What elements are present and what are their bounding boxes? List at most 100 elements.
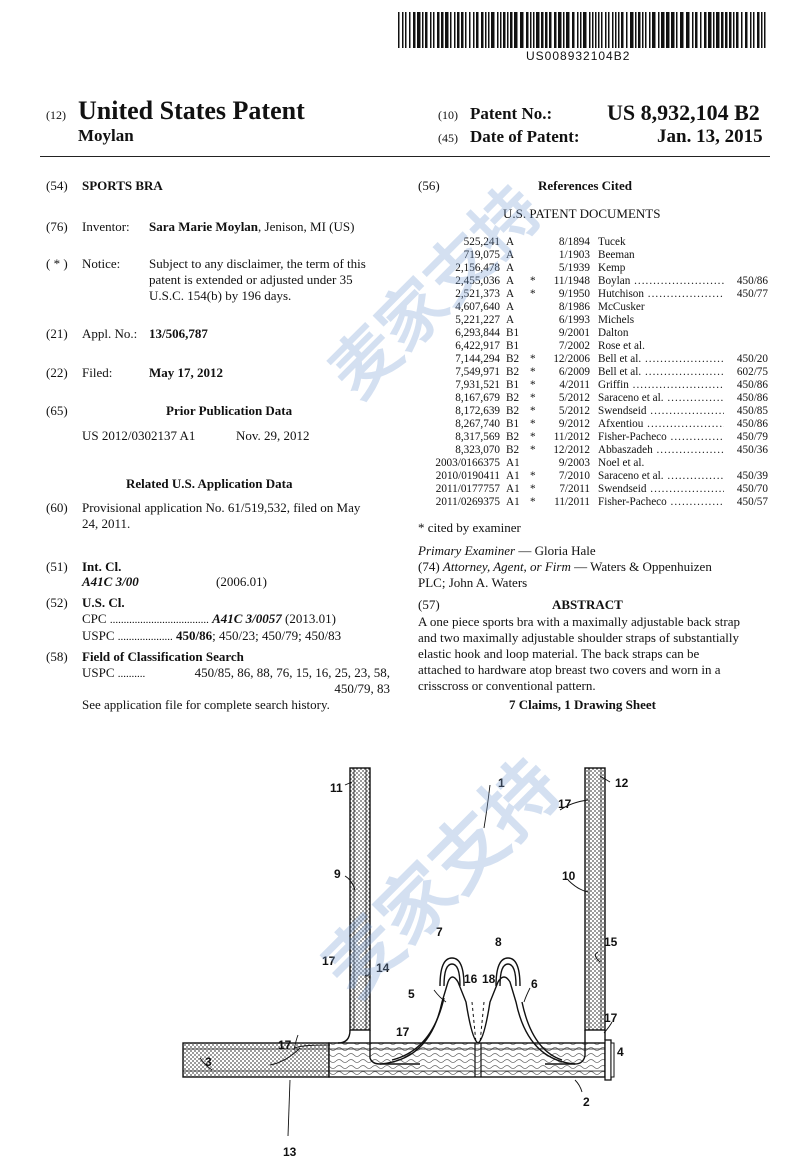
reference-name: Swendseid — [598, 405, 647, 417]
right-shoulder-strap — [545, 767, 606, 1065]
code-10: (10) — [438, 108, 458, 122]
reference-kind: A1 — [506, 457, 520, 469]
cpc-leader: .................................... — [109, 614, 209, 626]
barcode-bar — [761, 12, 763, 48]
uspc-leader: .................... — [117, 631, 173, 643]
related-application-heading: Related U.S. Application Data — [126, 476, 293, 491]
patent-no-label: Patent No.: — [470, 104, 553, 123]
ref-label-6: 6 — [531, 977, 538, 991]
barcode-bar — [417, 12, 421, 48]
reference-kind: A — [506, 249, 515, 261]
reference-number: 8,172,639 — [455, 405, 500, 417]
barcode-bar — [422, 12, 424, 48]
barcode-bar — [589, 12, 591, 48]
reference-leaders — [199, 775, 613, 1093]
attorney-firm: — Waters & Oppenhuizen — [570, 559, 712, 574]
prior-publication-date: Nov. 29, 2012 — [236, 428, 310, 443]
reference-date: 9/2012 — [558, 418, 590, 430]
barcode-bar — [621, 12, 624, 48]
barcode-bar — [563, 12, 565, 48]
reference-number: 525,241 — [463, 236, 500, 248]
reference-name: Tucek — [598, 236, 626, 248]
reference-name-cell: Afxentiou ..............................… — [598, 418, 724, 431]
ref-label-13: 13 — [283, 1145, 297, 1159]
reference-name-cell: Dalton — [598, 327, 724, 340]
reference-name-cell: Abbaszadeh .............................… — [598, 444, 724, 457]
barcode-bar — [549, 12, 552, 48]
barcode-bar — [618, 12, 620, 48]
reference-name: Fisher-Pacheco — [598, 496, 667, 508]
reference-name: Saraceno et al. — [598, 392, 664, 404]
abstract-text: A one piece sports bra with a maximally … — [418, 614, 766, 694]
reference-kind: A — [506, 314, 515, 326]
reference-kind: A — [506, 262, 515, 274]
reference-name-cell: Kemp — [598, 262, 724, 275]
inventor-name: Sara Marie Moylan — [149, 219, 259, 234]
barcode-bar — [476, 12, 479, 48]
reference-number: 5,221,227 — [455, 314, 500, 326]
patent-drawing: 11 12 1 17 9 10 15 17 14 7 8 16 18 5 6 1… — [182, 767, 629, 1159]
reference-name-cell: Boylan .................................… — [598, 275, 724, 288]
ref-label-17-back: 17 — [278, 1038, 292, 1052]
abstract-line: crisscross or conventional pattern. — [418, 678, 596, 693]
code-60: (60) — [46, 500, 68, 515]
barcode-bar — [721, 12, 724, 48]
barcode-bar — [708, 12, 712, 48]
reference-name: Afxentiou — [598, 418, 644, 430]
reference-number: 8,267,740 — [455, 418, 500, 430]
int-cl-label: Int. Cl. — [82, 559, 122, 574]
reference-kind: B2 — [506, 405, 520, 417]
ref-label-12: 12 — [615, 776, 629, 790]
barcode-bar — [530, 12, 532, 48]
reference-name-cell: Saraceno et al. ........................… — [598, 470, 724, 483]
barcode-bar — [745, 12, 748, 48]
reference-number: 8,323,070 — [455, 444, 500, 456]
barcode-bar — [433, 12, 435, 48]
cited-by-examiner: * cited by examiner — [418, 520, 521, 535]
field-leader: .......... — [117, 668, 146, 680]
code-65: (65) — [46, 403, 68, 418]
reference-name-cell: Fisher-Pacheco .........................… — [598, 431, 724, 444]
int-cl-year: (2006.01) — [216, 574, 267, 589]
code-56: (56) — [418, 178, 440, 193]
barcode-bar — [635, 12, 637, 48]
reference-name: Boylan — [598, 275, 631, 287]
reference-kind: B1 — [506, 327, 520, 339]
examiner-label: Primary Examiner — [418, 543, 516, 558]
reference-kind: A — [506, 288, 515, 300]
abstract-line: elastic hook and loop material. The back… — [418, 646, 700, 661]
reference-number: 2011/0177757 — [435, 483, 500, 495]
barcode-bar — [598, 12, 600, 48]
abstract-heading: ABSTRACT — [552, 597, 623, 612]
barcode-bar — [491, 12, 495, 48]
ref-label-3: 3 — [205, 1055, 212, 1069]
code-74: (74) — [418, 559, 440, 574]
reference-leader: ........................................… — [647, 288, 724, 300]
barcode-bar — [572, 12, 575, 48]
provisional-application: Provisional application No. 61/519,532, … — [82, 500, 360, 532]
reference-number: 7,549,971 — [455, 366, 500, 378]
reference-star: * — [530, 379, 536, 391]
ref-label-11: 11 — [330, 781, 343, 795]
reference-name-cell: Rose et al. — [598, 340, 724, 353]
reference-name-cell: Griffin ................................… — [598, 379, 724, 392]
barcode-bar — [733, 12, 735, 48]
ref-label-16: 16 — [464, 972, 478, 986]
ref-label-8: 8 — [495, 935, 502, 949]
provisional-line: Provisional application No. 61/519,532, … — [82, 500, 361, 515]
reference-name: Saraceno et al. — [598, 470, 664, 482]
left-shoulder-strap — [337, 767, 420, 1065]
barcode-bar — [658, 12, 660, 48]
reference-date: 4/2011 — [559, 379, 590, 391]
filed-label: Filed: — [82, 365, 113, 380]
reference-star: * — [530, 431, 536, 443]
attorney: (74) Attorney, Agent, or Firm — Waters &… — [418, 559, 766, 575]
barcode-bar — [676, 12, 678, 48]
abstract-line: and two maximally adjustable shoulder st… — [418, 630, 739, 645]
barcode-bar — [592, 12, 594, 48]
ref-label-1: 1 — [498, 776, 505, 790]
